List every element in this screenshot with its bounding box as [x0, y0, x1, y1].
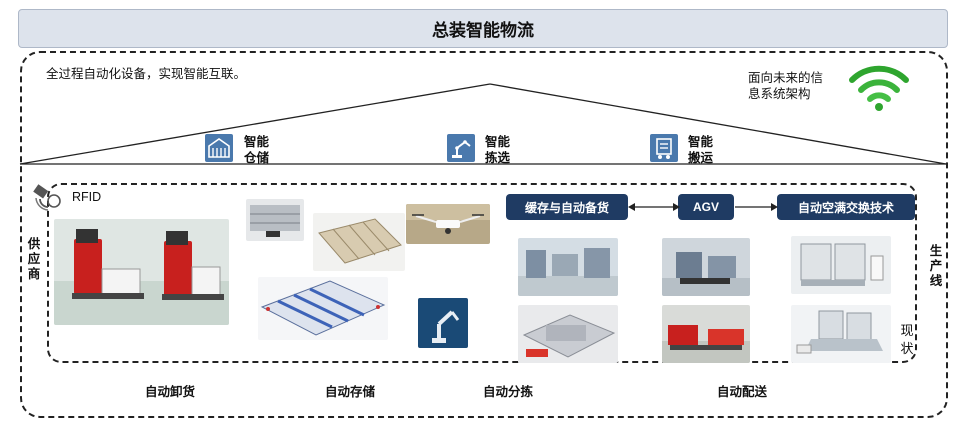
agv-label: AGV [692, 200, 719, 214]
label-auto-storage: 自动存储 [325, 385, 376, 399]
buffer-stocking-label: 缓存与自动备货 [524, 200, 609, 215]
agv-photo-2 [662, 305, 750, 363]
feature-label-transport: 智能搬运 [688, 135, 714, 165]
page-title: 总装智能物流 [432, 21, 534, 40]
ac-exchange-photo-2 [791, 305, 891, 363]
asrs-shelf-photo [313, 213, 405, 271]
label-auto-unloading: 自动卸货 [145, 385, 196, 399]
label-auto-delivery: 自动配送 [717, 385, 768, 399]
wifi-icon [849, 65, 909, 111]
intro-text: 全过程自动化设备，实现智能互联。 [46, 67, 247, 81]
label-auto-sorting: 自动分拣 [483, 385, 534, 399]
warehouse-icon [205, 134, 233, 162]
inner-frame [47, 183, 917, 363]
outer-frame [20, 51, 948, 418]
rfid-label: RFID [72, 190, 102, 204]
drone-photo [406, 204, 490, 244]
ac-exchange-label: 自动空满交换技术 [797, 200, 894, 215]
conveyor-storage-photo [258, 277, 388, 340]
agv-button: AGV [678, 194, 734, 220]
storage-rack-photo [246, 199, 304, 241]
ac-exchange-photo-1 [791, 236, 891, 294]
rfid-tag-icon [33, 184, 61, 211]
production-line-label: 生产线 [929, 244, 943, 288]
future-note: 面向未来的信息系统架构 [748, 71, 824, 101]
buffer-photo-1 [518, 238, 618, 296]
transport-icon [650, 134, 678, 162]
right-arrow-icon [735, 203, 778, 211]
feature-label-warehouse: 智能仓储 [244, 135, 270, 165]
forklift-photo [54, 219, 229, 325]
agv-photo-1 [662, 238, 750, 296]
robot-arm-icon [447, 134, 475, 162]
buffer-photo-2 [518, 305, 618, 363]
feature-label-picking: 智能拣选 [485, 135, 511, 165]
double-arrow-icon [628, 203, 680, 211]
ac-exchange-button: 自动空满交换技术 [777, 194, 915, 220]
buffer-stocking-button: 缓存与自动备货 [506, 194, 628, 220]
robot-arm-photo [418, 298, 468, 348]
supplier-label: 供应商 [27, 237, 41, 281]
status-label: 现状 [900, 323, 914, 356]
title-bar: 总装智能物流 [18, 9, 948, 48]
